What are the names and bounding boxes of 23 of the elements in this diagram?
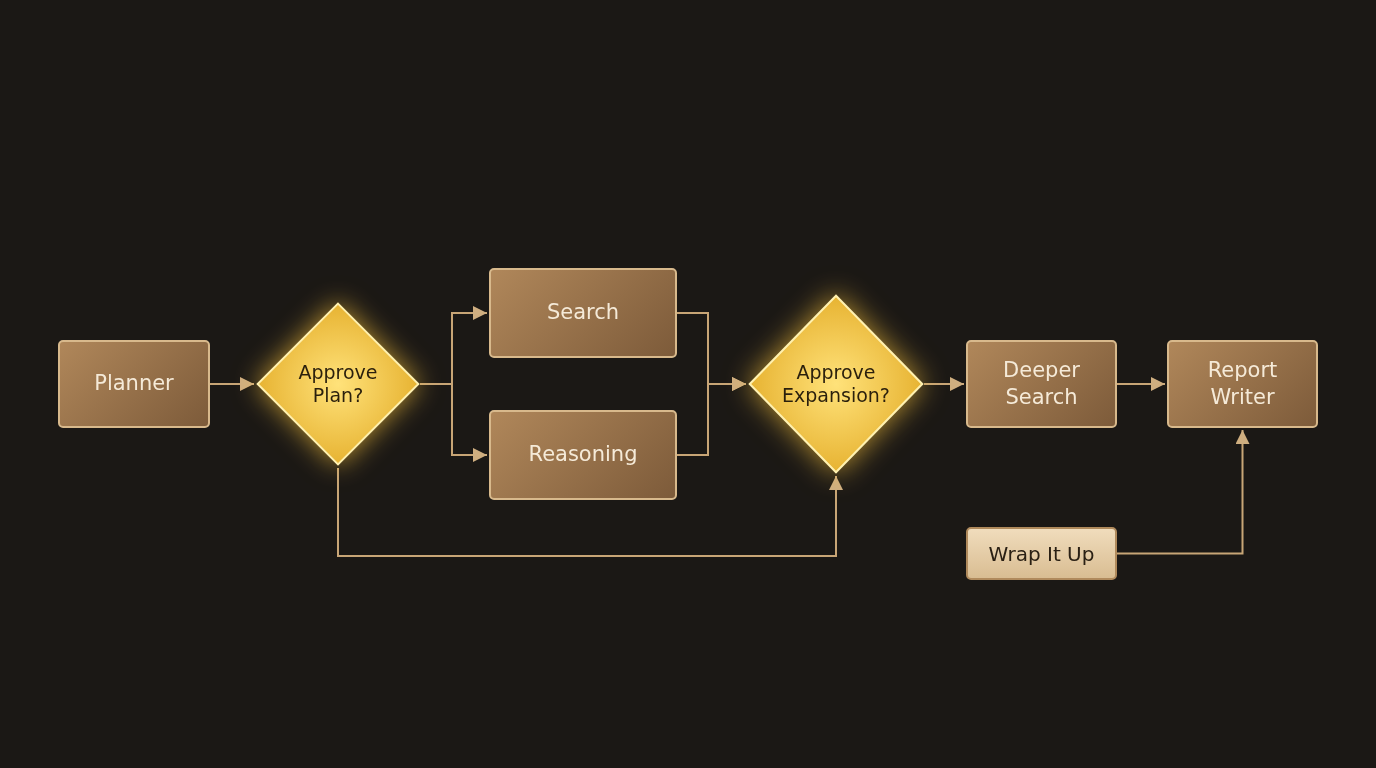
node-label: Wrap It Up [988,541,1095,566]
node-label: Approve Expansion? [781,361,891,407]
decision-diamond [748,294,924,474]
decision-diamond [256,302,420,466]
arrow [209,377,255,391]
process-box [966,340,1117,428]
node-label: Deeper Search [1002,356,1081,411]
process-box [966,527,1117,580]
node-label: Search [545,299,621,327]
arrow [337,467,843,557]
process-box [489,410,677,500]
arrow [419,383,488,462]
process-box [489,268,677,358]
arrow [676,377,747,456]
arrow [1116,377,1166,391]
process-box [58,340,210,428]
node-label: Approve Plan? [297,361,379,407]
process-box [1167,340,1318,428]
node-label: Reasoning [527,441,639,469]
node-label: Report Writer [1206,356,1279,411]
arrow [1116,429,1250,555]
arrow [923,377,965,391]
node-label: Planner [93,370,175,398]
